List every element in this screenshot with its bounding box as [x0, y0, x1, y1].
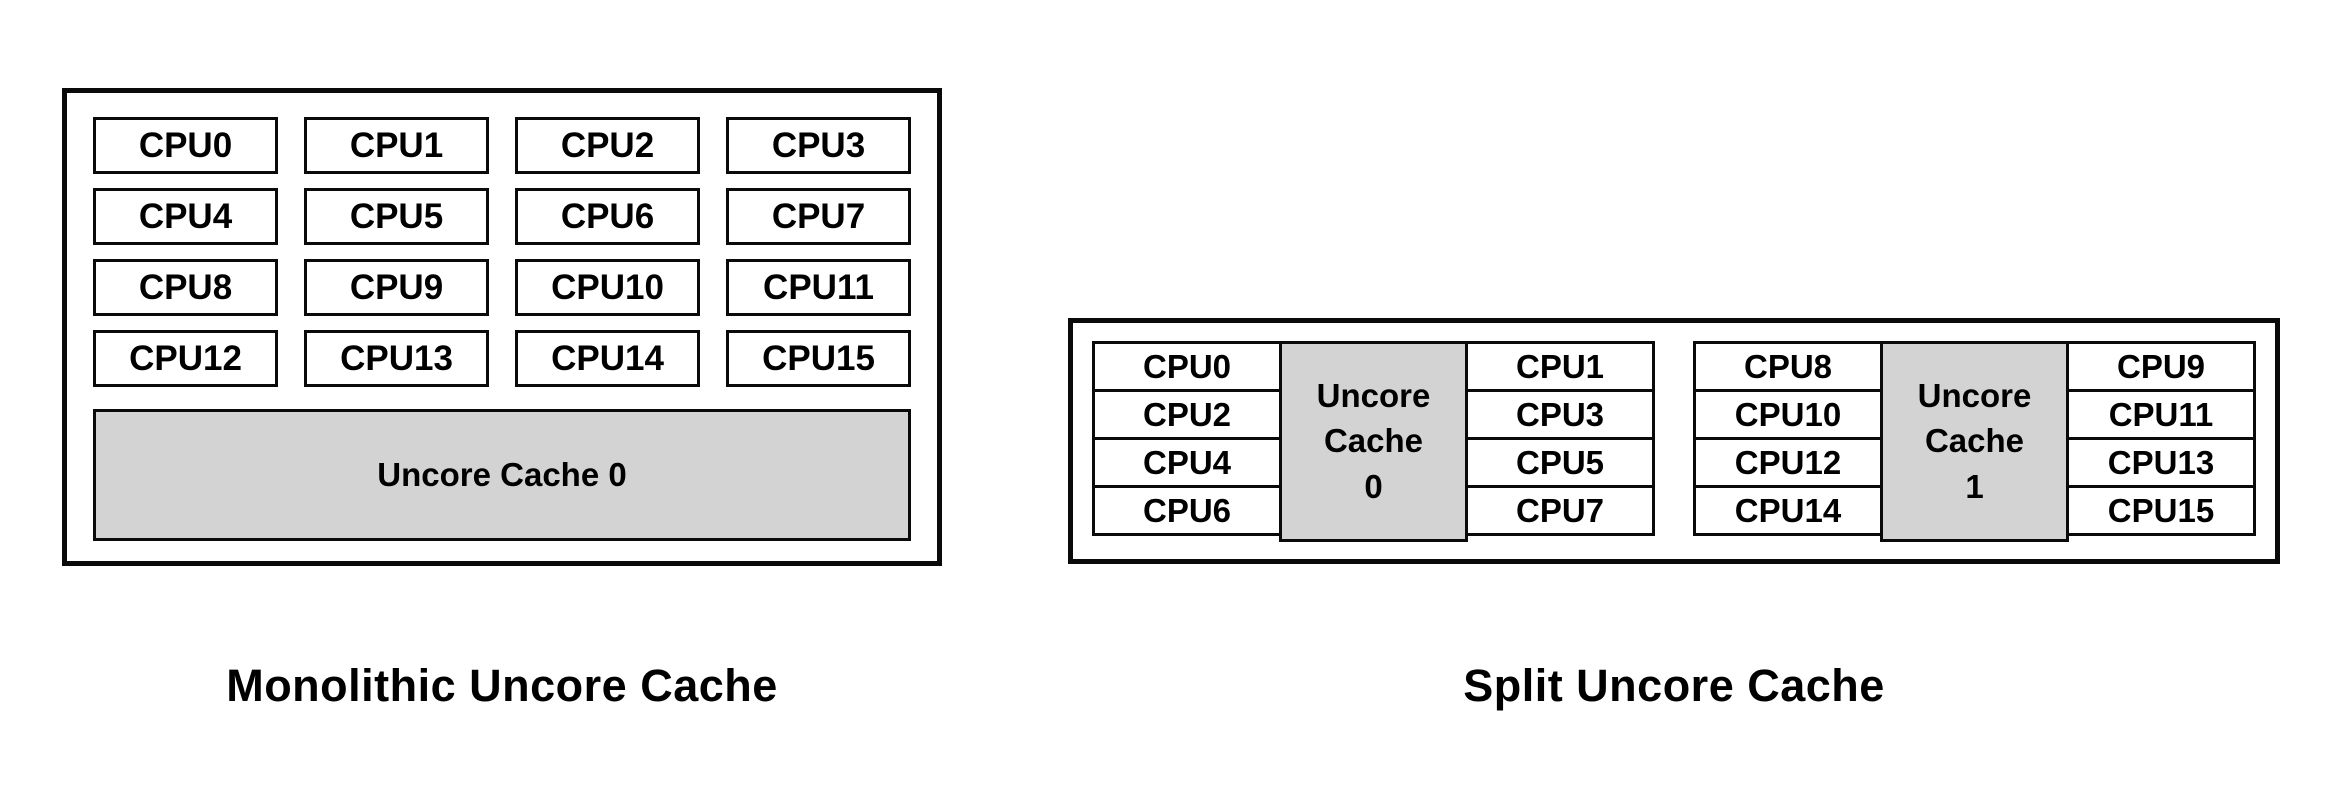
cpu-box: CPU4: [93, 188, 278, 245]
cpu-box: CPU13: [304, 330, 489, 387]
cpu-box: CPU6: [515, 188, 700, 245]
uncore-cache-label-line: Uncore: [1316, 376, 1431, 414]
uncore-cache-0-box: Uncore Cache 0: [93, 409, 911, 541]
cpu-box: CPU2: [515, 117, 700, 174]
cpu-box: CPU10: [515, 259, 700, 316]
uncore-cache-label-line: 0: [1364, 467, 1383, 505]
cpu-box: CPU15: [726, 330, 911, 387]
cpu-box: CPU12: [93, 330, 278, 387]
cpu-box: CPU5: [304, 188, 489, 245]
cpu-box: CPU8: [93, 259, 278, 316]
cpu-box: CPU5: [1465, 436, 1655, 488]
uncore-cache-label-line: Uncore: [1917, 376, 2032, 414]
cpu-box: CPU10: [1693, 388, 1883, 440]
split-caption: Split Uncore Cache: [1463, 660, 1885, 711]
cpu-box: CPU3: [1465, 388, 1655, 440]
cpu-box: CPU11: [726, 259, 911, 316]
uncore-cache-label-line: Cache: [1924, 422, 2025, 460]
cpu-box: CPU2: [1092, 388, 1282, 440]
cpu-box: CPU0: [93, 117, 278, 174]
cpu-box: CPU8: [1693, 340, 1883, 392]
cpu-box: CPU13: [2066, 436, 2256, 488]
cpu-box: CPU7: [1465, 484, 1655, 536]
cpu-box: CPU6: [1092, 484, 1282, 536]
cpu-box: CPU1: [304, 117, 489, 174]
cpu-box: CPU11: [2066, 388, 2256, 440]
cpu-box: CPU4: [1092, 436, 1282, 488]
monolithic-caption: Monolithic Uncore Cache: [226, 660, 778, 711]
uncore-cache-label-line: Cache: [1323, 422, 1424, 460]
cpu-box: CPU9: [2066, 340, 2256, 392]
uncore-cache-label-line: 1: [1965, 467, 1984, 505]
cpu-box: CPU1: [1465, 340, 1655, 392]
cpu-box: CPU14: [515, 330, 700, 387]
cpu-box: CPU9: [304, 259, 489, 316]
cpu-box: CPU0: [1092, 340, 1282, 392]
cpu-box: CPU15: [2066, 484, 2256, 536]
cpu-box: CPU14: [1693, 484, 1883, 536]
cpu-box: CPU7: [726, 188, 911, 245]
cpu-box: CPU3: [726, 117, 911, 174]
cpu-box: CPU12: [1693, 436, 1883, 488]
